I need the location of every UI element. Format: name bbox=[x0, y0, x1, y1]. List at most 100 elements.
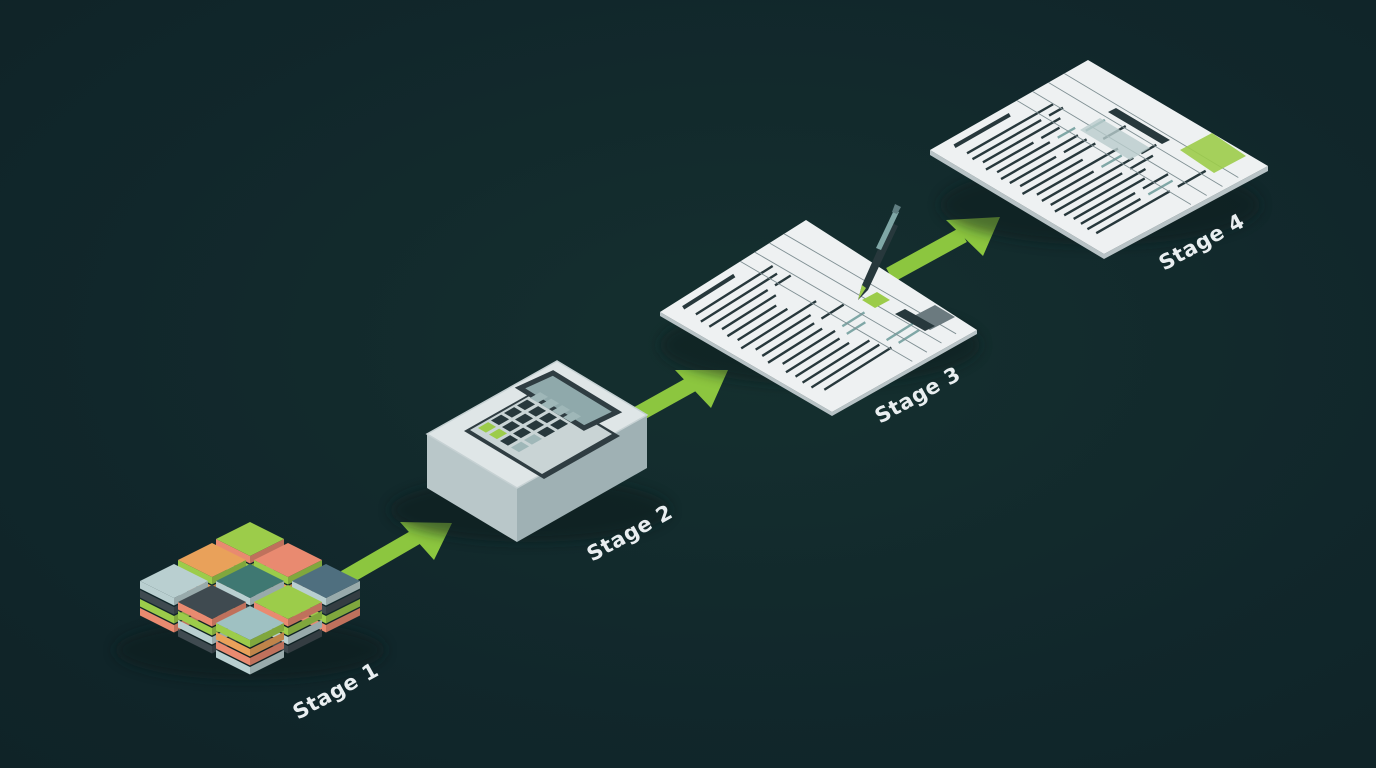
form-text-line bbox=[1080, 191, 1136, 225]
block-top bbox=[254, 585, 322, 619]
block-layer-right bbox=[212, 602, 246, 627]
form-text-line bbox=[1095, 190, 1171, 235]
form-header-bar bbox=[953, 112, 1011, 148]
calculator-key bbox=[552, 405, 571, 416]
form-text-line bbox=[774, 274, 792, 287]
arrow-shaft bbox=[340, 530, 421, 585]
form-text-line bbox=[782, 329, 836, 365]
block-layer-left bbox=[178, 560, 212, 585]
block-layer-right bbox=[326, 581, 360, 606]
calculator-key bbox=[524, 434, 543, 445]
form-text-line bbox=[985, 141, 1035, 171]
form-text-line bbox=[966, 103, 1054, 155]
arrow-shaft bbox=[886, 227, 967, 283]
form-4-teal-column bbox=[1080, 118, 1150, 160]
calculator-icon bbox=[390, 360, 670, 542]
calculator-key bbox=[528, 406, 547, 417]
block-layer-left bbox=[178, 629, 212, 654]
form-header-bar bbox=[682, 273, 736, 310]
block-layer-left bbox=[216, 581, 250, 606]
calculator-key bbox=[513, 427, 532, 439]
calculator-key bbox=[550, 419, 569, 430]
calculator-key bbox=[539, 412, 558, 424]
calculator-key bbox=[511, 441, 530, 453]
block-layer-right bbox=[250, 623, 284, 648]
block-layer-right bbox=[212, 560, 246, 585]
form-text-line bbox=[1048, 106, 1064, 117]
form-text-line bbox=[695, 264, 774, 316]
calculator-base-left bbox=[427, 434, 517, 542]
form-grid-line bbox=[1048, 82, 1223, 187]
calculator-key bbox=[563, 411, 582, 423]
block-layer-right bbox=[250, 581, 284, 606]
form-text-line bbox=[982, 117, 1061, 164]
form-text-line bbox=[1036, 147, 1119, 196]
form-text-line bbox=[996, 141, 1051, 174]
block-layer-left bbox=[292, 581, 326, 606]
form-text-line bbox=[1040, 126, 1061, 140]
block-layer-left bbox=[178, 611, 212, 636]
block-top bbox=[216, 522, 284, 556]
block-top bbox=[292, 564, 360, 598]
stacked-data-blocks-icon bbox=[115, 522, 385, 680]
form-text-line bbox=[1147, 179, 1174, 196]
block-layer-right bbox=[250, 632, 284, 657]
form-text-line bbox=[810, 343, 880, 389]
block-layer-left bbox=[216, 539, 250, 564]
block-layer-right bbox=[288, 629, 322, 654]
form-with-pen-icon bbox=[660, 204, 980, 416]
block-layer-left bbox=[140, 581, 174, 606]
block-layer-right bbox=[250, 539, 284, 564]
block-layer-left bbox=[140, 599, 174, 624]
form-grid-line bbox=[769, 242, 942, 344]
form-sheet-4 bbox=[930, 60, 1268, 254]
form-text-line bbox=[801, 339, 871, 384]
completed-form-icon bbox=[930, 60, 1268, 259]
form-text-line bbox=[726, 304, 777, 338]
calculator-key bbox=[526, 420, 545, 431]
form-text-line bbox=[841, 311, 866, 328]
form-text-line bbox=[1019, 142, 1096, 188]
form-3-green-cell bbox=[862, 292, 890, 308]
form-sheet-4-edge bbox=[930, 150, 1268, 259]
form-text-line bbox=[1000, 134, 1079, 181]
block-layer-right bbox=[288, 620, 322, 645]
block-top bbox=[178, 585, 246, 619]
calculator-key bbox=[489, 428, 508, 440]
calculator-key bbox=[502, 421, 521, 432]
block-layer-left bbox=[216, 641, 250, 666]
form-text-line bbox=[1129, 154, 1154, 170]
form-text-line bbox=[971, 119, 1042, 161]
form-text-line bbox=[1050, 156, 1134, 206]
form-text-line bbox=[794, 341, 850, 378]
form-grid-line bbox=[754, 251, 928, 353]
calculator-key bbox=[515, 413, 534, 425]
pen-icon bbox=[858, 204, 901, 300]
block-layer-left bbox=[216, 632, 250, 657]
form-text-line bbox=[1086, 197, 1142, 231]
form-text-line bbox=[785, 337, 841, 374]
block-layer-left bbox=[254, 560, 288, 585]
form-text-line bbox=[1100, 154, 1123, 168]
block-layer-left bbox=[140, 608, 174, 633]
calculator-key bbox=[491, 414, 510, 426]
block-layer-right bbox=[288, 602, 322, 627]
form-3-dark-bar bbox=[895, 309, 935, 331]
calculator-key bbox=[537, 426, 556, 438]
block-layer-left bbox=[140, 590, 174, 615]
block-layer-left bbox=[178, 602, 212, 627]
block-layer-right bbox=[250, 641, 284, 666]
block-layer-left bbox=[178, 620, 212, 645]
calculator-display bbox=[514, 370, 623, 431]
form-4-dark-column bbox=[1108, 108, 1170, 144]
block-top bbox=[254, 543, 322, 577]
form-text-line bbox=[820, 303, 845, 320]
form-text-line bbox=[1057, 126, 1076, 139]
form-text-line bbox=[885, 321, 916, 342]
block-layer-right bbox=[326, 590, 360, 615]
form-text-line bbox=[700, 272, 778, 323]
block-layer-right bbox=[288, 611, 322, 636]
form-text-line bbox=[1009, 155, 1057, 185]
form-text-line bbox=[761, 322, 815, 357]
